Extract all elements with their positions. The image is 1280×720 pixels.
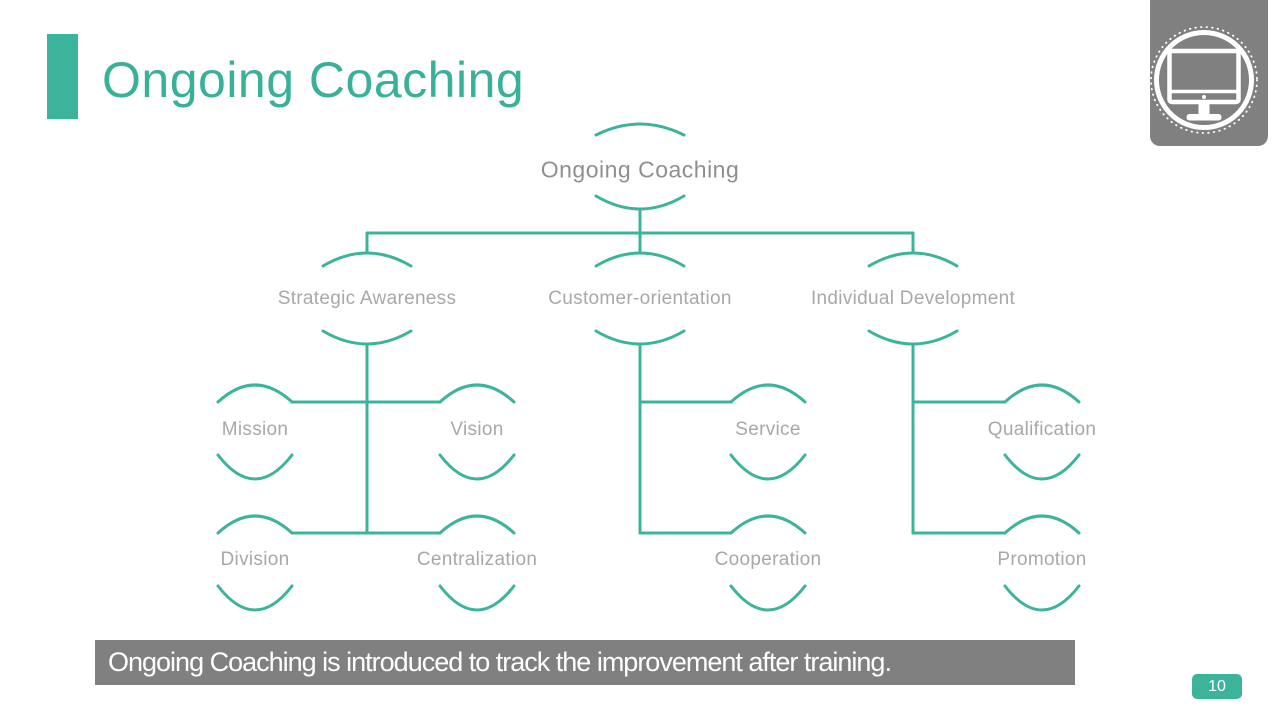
node-arcs-qualification: [1003, 383, 1081, 481]
node-label-division: Division: [220, 549, 290, 570]
icon-ring: [1154, 30, 1254, 130]
branch-connectors: [290, 400, 1007, 535]
node-arcs-division: [216, 514, 294, 612]
monitor-icon: [1167, 48, 1241, 121]
node-label-service: Service: [735, 419, 801, 440]
dotted-ring: [1150, 26, 1258, 134]
node-label-root: Ongoing Coaching: [540, 156, 740, 183]
node-arcs-centralization: [438, 514, 516, 612]
node-arcs-root: [594, 122, 686, 235]
title-accent-bar: [47, 34, 78, 119]
branch-trunks: [365, 342, 915, 535]
node-label-customer-orientation: Customer-orientation: [548, 288, 732, 309]
node-label-cooperation: Cooperation: [714, 549, 822, 570]
header-icon-tab: [1150, 0, 1268, 146]
node-arcs-promotion: [1003, 514, 1081, 612]
node-arcs-service: [729, 383, 807, 481]
node-label-vision: Vision: [450, 419, 504, 440]
node-arcs-cooperation: [729, 514, 807, 612]
connector-root-children: [365, 231, 915, 255]
node-label-centralization: Centralization: [416, 549, 538, 570]
page-number-badge: 10: [1192, 674, 1242, 699]
node-label-qualification: Qualification: [987, 419, 1097, 440]
page-title: Ongoing Coaching: [102, 52, 525, 108]
node-label-strategic-awareness: Strategic Awareness: [277, 288, 457, 309]
caption-text: Ongoing Coaching is introduced to track …: [108, 647, 892, 677]
node-arcs-mission: [216, 383, 294, 481]
node-arcs-vision: [438, 383, 516, 481]
caption-bar: Ongoing Coaching is introduced to track …: [95, 640, 1075, 685]
node-label-promotion: Promotion: [997, 549, 1087, 570]
node-label-mission: Mission: [221, 419, 289, 440]
node-label-individual-development: Individual Development: [810, 288, 1016, 309]
